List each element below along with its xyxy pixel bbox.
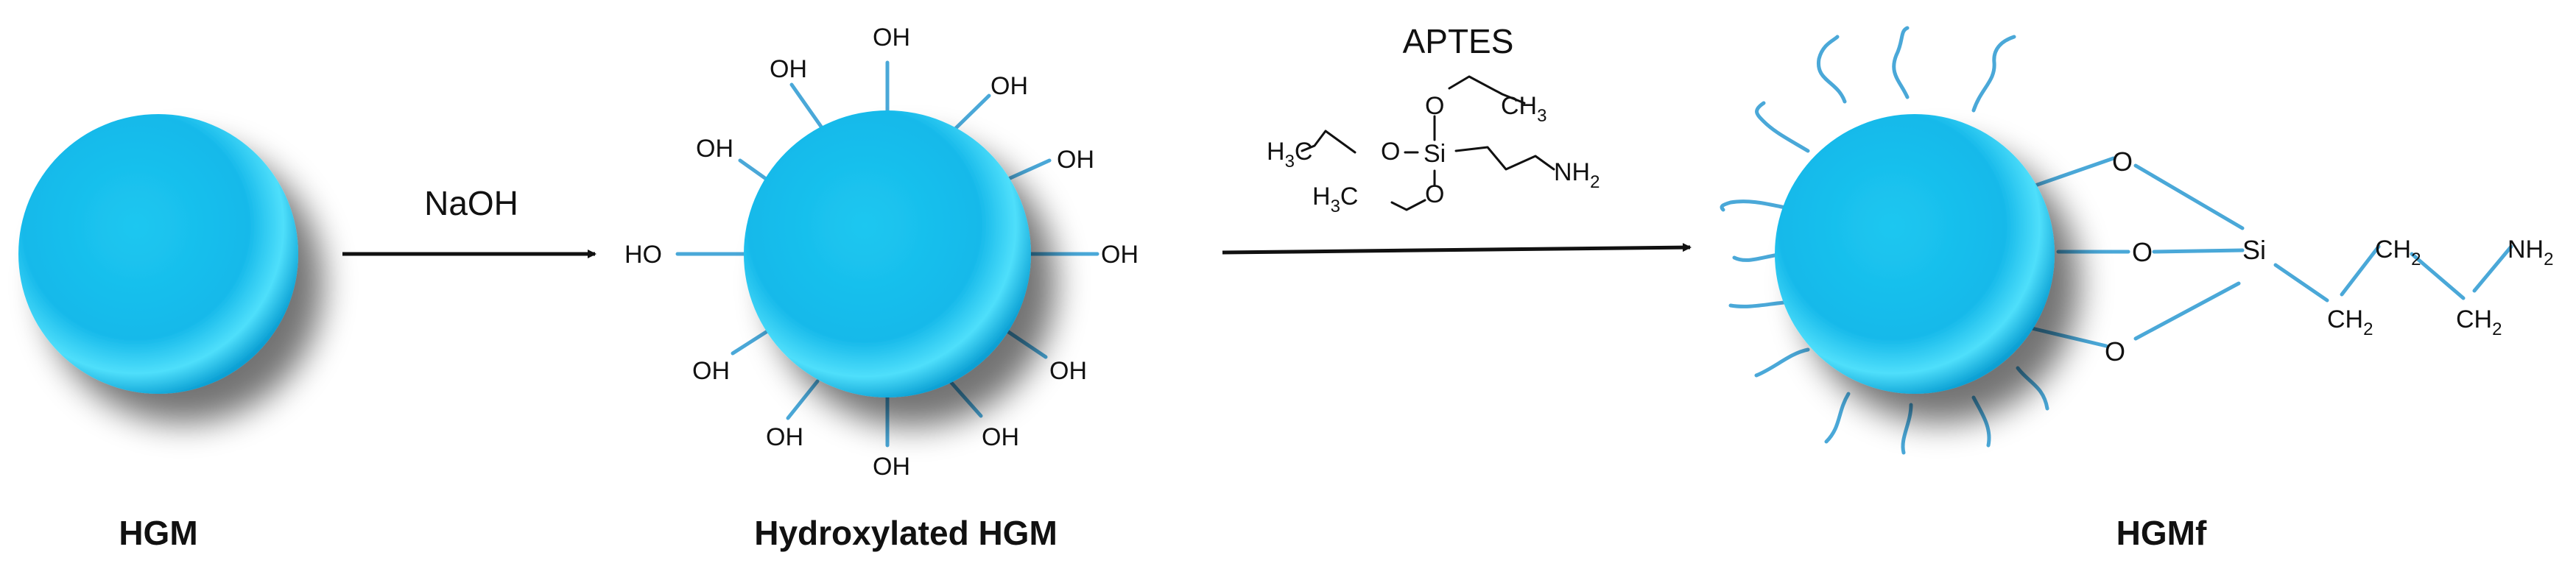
oh-top-left: OH bbox=[770, 55, 807, 83]
arrow-step2 bbox=[1222, 243, 1692, 255]
hydroxyl-labels: OH OH OH OH OH HO OH OH OH OH OH OH bbox=[624, 24, 1139, 481]
naoh-reagent: NaOH bbox=[424, 184, 518, 222]
svg-text:CH2: CH2 bbox=[2456, 305, 2502, 339]
svg-text:CH2: CH2 bbox=[2375, 236, 2421, 269]
svg-text:CH2: CH2 bbox=[2327, 305, 2373, 339]
hgm-group: HGM bbox=[18, 114, 298, 552]
svg-text:O: O bbox=[1381, 138, 1400, 166]
hgmf-sphere bbox=[1775, 114, 2055, 394]
svg-text:NH2: NH2 bbox=[2508, 236, 2553, 269]
hydroxylated-hgm-sphere bbox=[744, 110, 1031, 397]
svg-text:O: O bbox=[2112, 146, 2133, 177]
svg-text:O: O bbox=[2132, 237, 2153, 267]
hydroxyl-sticks bbox=[675, 60, 1099, 448]
aptes-step: APTES O O Si O H3C CH3 H3C NH2 bbox=[1222, 22, 1692, 255]
ho-left: HO bbox=[624, 241, 662, 269]
hgmf-group: O O O Si CH2 CH2 CH2 NH2 HGMf bbox=[1720, 26, 2553, 552]
hydroxylated-hgm-group: OH OH OH OH OH HO OH OH OH OH OH OH Hydr… bbox=[624, 24, 1139, 552]
svg-text:O: O bbox=[2105, 336, 2125, 367]
svg-text:O: O bbox=[1425, 92, 1444, 120]
hgm-label: HGM bbox=[119, 514, 197, 552]
oh-lower-left: OH bbox=[692, 357, 730, 385]
svg-text:Si: Si bbox=[2242, 235, 2266, 265]
svg-text:CH3: CH3 bbox=[1501, 92, 1546, 126]
svg-text:H3C: H3C bbox=[1267, 138, 1312, 172]
hgmf-linker: O O O Si CH2 CH2 CH2 NH2 bbox=[2105, 146, 2553, 367]
oh-top-right: OH bbox=[990, 72, 1028, 100]
svg-text:O: O bbox=[1425, 180, 1444, 208]
aptes-reagent: APTES bbox=[1403, 22, 1514, 60]
aptes-structure: O O Si O H3C CH3 H3C NH2 bbox=[1267, 75, 1600, 216]
oh-bottom-left: OH bbox=[766, 423, 803, 451]
oh-top: OH bbox=[873, 24, 910, 52]
svg-text:H3C: H3C bbox=[1312, 183, 1358, 216]
hgm-sphere bbox=[18, 114, 298, 394]
svg-text:Si: Si bbox=[1424, 140, 1446, 168]
oh-right: OH bbox=[1101, 241, 1139, 269]
oh-bottom-right: OH bbox=[982, 423, 1019, 451]
oh-lower-right: OH bbox=[1049, 357, 1087, 385]
hydroxylated-hgm-label: Hydroxylated HGM bbox=[754, 514, 1058, 552]
oh-bottom: OH bbox=[873, 453, 910, 481]
naoh-step: NaOH bbox=[342, 184, 597, 258]
hgmf-chains bbox=[1720, 26, 2049, 455]
svg-text:NH2: NH2 bbox=[1554, 158, 1600, 192]
hgmf-linker-bonds bbox=[2027, 156, 2513, 348]
hgmf-label: HGMf bbox=[2116, 514, 2207, 552]
oh-upper-left: OH bbox=[696, 135, 733, 163]
oh-upper-right: OH bbox=[1057, 146, 1094, 174]
